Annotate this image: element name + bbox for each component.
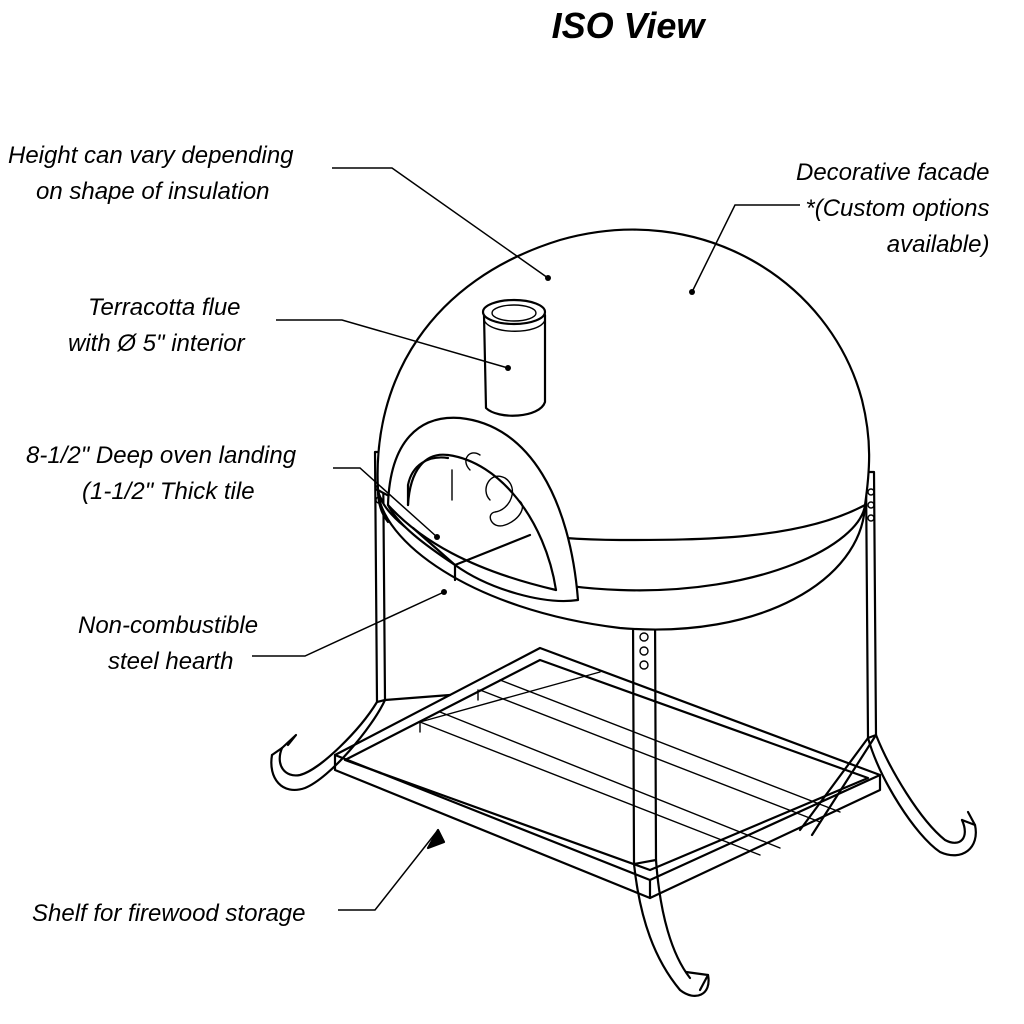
callout-flue-line2: with Ø 5" interior [68, 330, 245, 357]
leader-lines [252, 167, 800, 911]
callout-height-line1: Height can vary depending [8, 142, 294, 169]
callout-shelf: Shelf for firewood storage [32, 896, 305, 932]
callout-flue-line1: Terracotta flue [88, 294, 241, 321]
callout-landing-line2: (1-1/2" Thick tile [82, 478, 255, 505]
callout-shelf-line1: Shelf for firewood storage [32, 900, 306, 927]
diagram-title: ISO View [551, 5, 705, 46]
terracotta-flue [481, 298, 547, 417]
callout-landing-line1: 8-1/2" Deep oven landing [26, 442, 297, 469]
callout-flue: Terracotta flue with Ø 5" interior [68, 290, 245, 362]
callout-facade-line1: Decorative facade [796, 159, 990, 186]
callout-height: Height can vary depending on shape of in… [8, 138, 294, 210]
firewood-shelf [333, 646, 882, 900]
callout-facade-line3: available) [886, 231, 990, 258]
callout-hearth: Non-combustible steel hearth [78, 608, 258, 680]
callout-height-line2: on shape of insulation [36, 178, 270, 205]
callout-hearth-line2: steel hearth [108, 648, 234, 675]
callout-landing: 8-1/2" Deep oven landing (1-1/2" Thick t… [26, 438, 296, 510]
callout-hearth-line1: Non-combustible [78, 612, 259, 639]
callout-facade: Decorative facade *(Custom options avail… [796, 155, 989, 263]
oven-dome [376, 228, 871, 631]
callout-facade-line2: *(Custom options [805, 195, 990, 222]
